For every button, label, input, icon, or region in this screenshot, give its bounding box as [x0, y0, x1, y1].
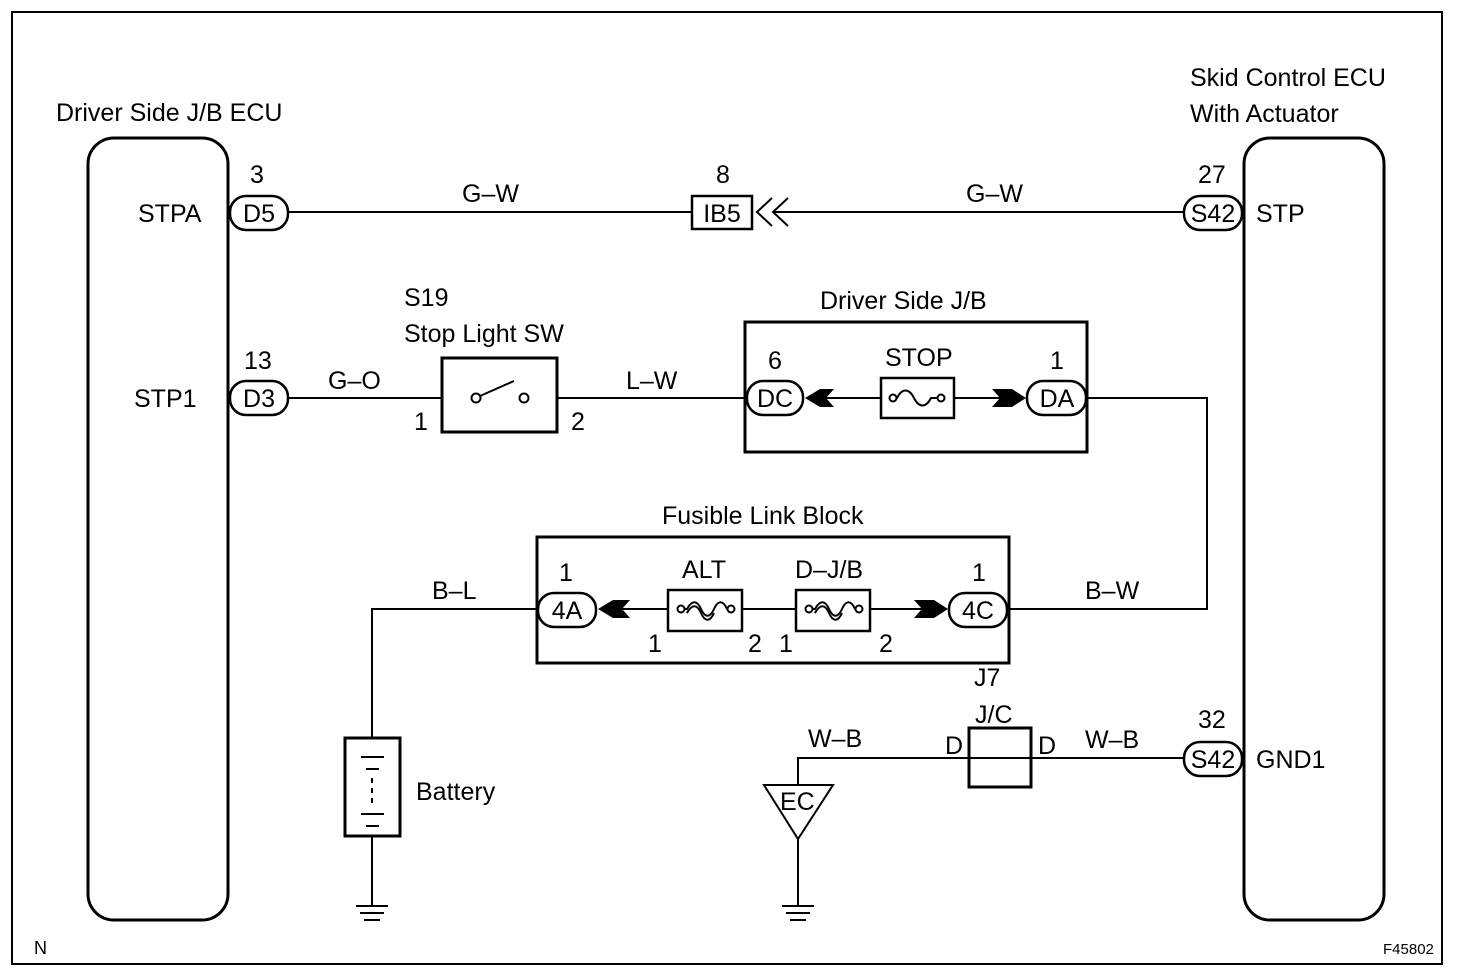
ib5-connector-label: IB5	[703, 200, 741, 228]
switch-contact-right-icon	[518, 392, 530, 404]
d5-connector-label: D5	[243, 200, 275, 228]
switch-pin-left: 1	[414, 408, 428, 436]
driver-jb-title: Driver Side J/B	[820, 287, 987, 315]
wire-da-to-4c	[1009, 397, 1208, 610]
s42-stp-pin-number: 27	[1198, 161, 1226, 189]
da-female-terminal-icon	[992, 389, 1026, 407]
dc-connector-label: DC	[757, 385, 793, 413]
djb-fuse-label: D–J/B	[795, 556, 863, 584]
battery-ground-icon	[356, 905, 388, 921]
battery-symbol	[343, 736, 402, 838]
dc-connector	[745, 379, 805, 417]
wire-label-stpa-left: G–W	[462, 180, 519, 208]
alt-fuse-element-2-icon	[686, 605, 715, 621]
4c-pin-number: 1	[972, 559, 986, 587]
s42-gnd-pin-number: 32	[1198, 706, 1226, 734]
d3-connector-label: D3	[243, 385, 275, 413]
right-ecu-title-line1: Skid Control ECU	[1190, 64, 1386, 92]
wire-label-jb-to-fusible: B–W	[1085, 577, 1140, 605]
dc-pin-number: 6	[768, 347, 782, 375]
gnd1-terminal-label: GND1	[1256, 746, 1325, 774]
ib5-connector	[690, 194, 754, 231]
right-ecu-title-line2: With Actuator	[1190, 100, 1339, 128]
d3-pin-number: 13	[244, 347, 272, 375]
junction-name: J/C	[975, 701, 1013, 729]
wire-label-ground-right: W–B	[1085, 726, 1139, 754]
4c-connector	[947, 591, 1009, 629]
dc-female-terminal-icon	[805, 389, 834, 407]
stop-fuse-pin-right-icon	[936, 393, 946, 403]
djb-fuse-pin-a: 1	[779, 630, 793, 658]
fusible-link-block-title: Fusible Link Block	[662, 502, 864, 530]
stop-fuse-label: STOP	[885, 344, 953, 372]
stpa-terminal-label: STPA	[138, 200, 202, 228]
4a-pin-number: 1	[559, 559, 573, 587]
alt-fuse-element-icon	[679, 601, 729, 617]
switch-blade-icon	[479, 380, 515, 397]
figure-code: F45802	[1383, 941, 1434, 958]
alt-fuse-pin-right-icon	[726, 604, 736, 614]
4a-connector-label: 4A	[552, 597, 583, 625]
junction-pin-right: D	[1038, 732, 1056, 760]
wire-label-stp1-to-switch: G–O	[328, 367, 381, 395]
djb-fuse-pin-right-icon	[854, 604, 864, 614]
diagram-frame	[11, 11, 1443, 965]
corner-mark-left: N	[34, 938, 47, 958]
right-ecu-body	[1242, 136, 1386, 922]
stop-light-switch-name: Stop Light SW	[404, 320, 564, 348]
alt-fuse-label: ALT	[682, 556, 726, 584]
ec-ground-icon	[782, 905, 814, 921]
switch-pin-right: 2	[571, 408, 585, 436]
alt-fuse-pin-a: 1	[648, 630, 662, 658]
wire-label-switch-to-jb: L–W	[626, 367, 678, 395]
da-connector-label: DA	[1040, 385, 1075, 413]
wire-4a-to-battery	[371, 608, 538, 738]
left-ecu-title: Driver Side J/B ECU	[56, 99, 282, 127]
junction-pin-left: D	[945, 732, 963, 760]
left-ecu-body	[86, 136, 230, 922]
battery-label: Battery	[416, 778, 496, 806]
alt-fuse-pin-left-icon	[676, 604, 686, 614]
ground-point-label: EC	[780, 788, 815, 816]
junction-code: J7	[974, 664, 1000, 692]
s42-gnd-connector-label: S42	[1191, 746, 1235, 774]
djb-fuse-element-2-icon	[814, 605, 843, 621]
wire-label-ground-left: W–B	[808, 725, 862, 753]
d5-pin-number: 3	[250, 161, 264, 189]
4c-connector-label: 4C	[962, 597, 994, 625]
stop-fuse-pin-left-icon	[888, 393, 898, 403]
s42-stp-connector-label: S42	[1191, 200, 1235, 228]
djb-fuse-pin-b: 2	[879, 630, 893, 658]
ib5-pin-number: 8	[716, 161, 730, 189]
da-pin-number: 1	[1050, 347, 1064, 375]
4c-female-terminal-icon	[914, 600, 948, 618]
switch-contact-left-icon	[470, 392, 482, 404]
djb-fuse-pin-left-icon	[804, 604, 814, 614]
stop-light-switch-code: S19	[404, 284, 448, 312]
djb-fuse-element-icon	[807, 601, 857, 617]
wire-label-stpa-right: G–W	[966, 180, 1023, 208]
alt-fuse-pin-b: 2	[748, 630, 762, 658]
fusible-link-block-box	[535, 535, 1011, 665]
stop-light-switch	[440, 356, 559, 434]
wire-ec-to-jc	[797, 757, 969, 785]
stop-fuse-element-icon	[889, 389, 939, 407]
stp1-terminal-label: STP1	[134, 385, 197, 413]
4a-female-terminal-icon	[598, 600, 630, 618]
stp-terminal-label: STP	[1256, 200, 1305, 228]
wire-label-battery-feed: B–L	[432, 577, 477, 605]
